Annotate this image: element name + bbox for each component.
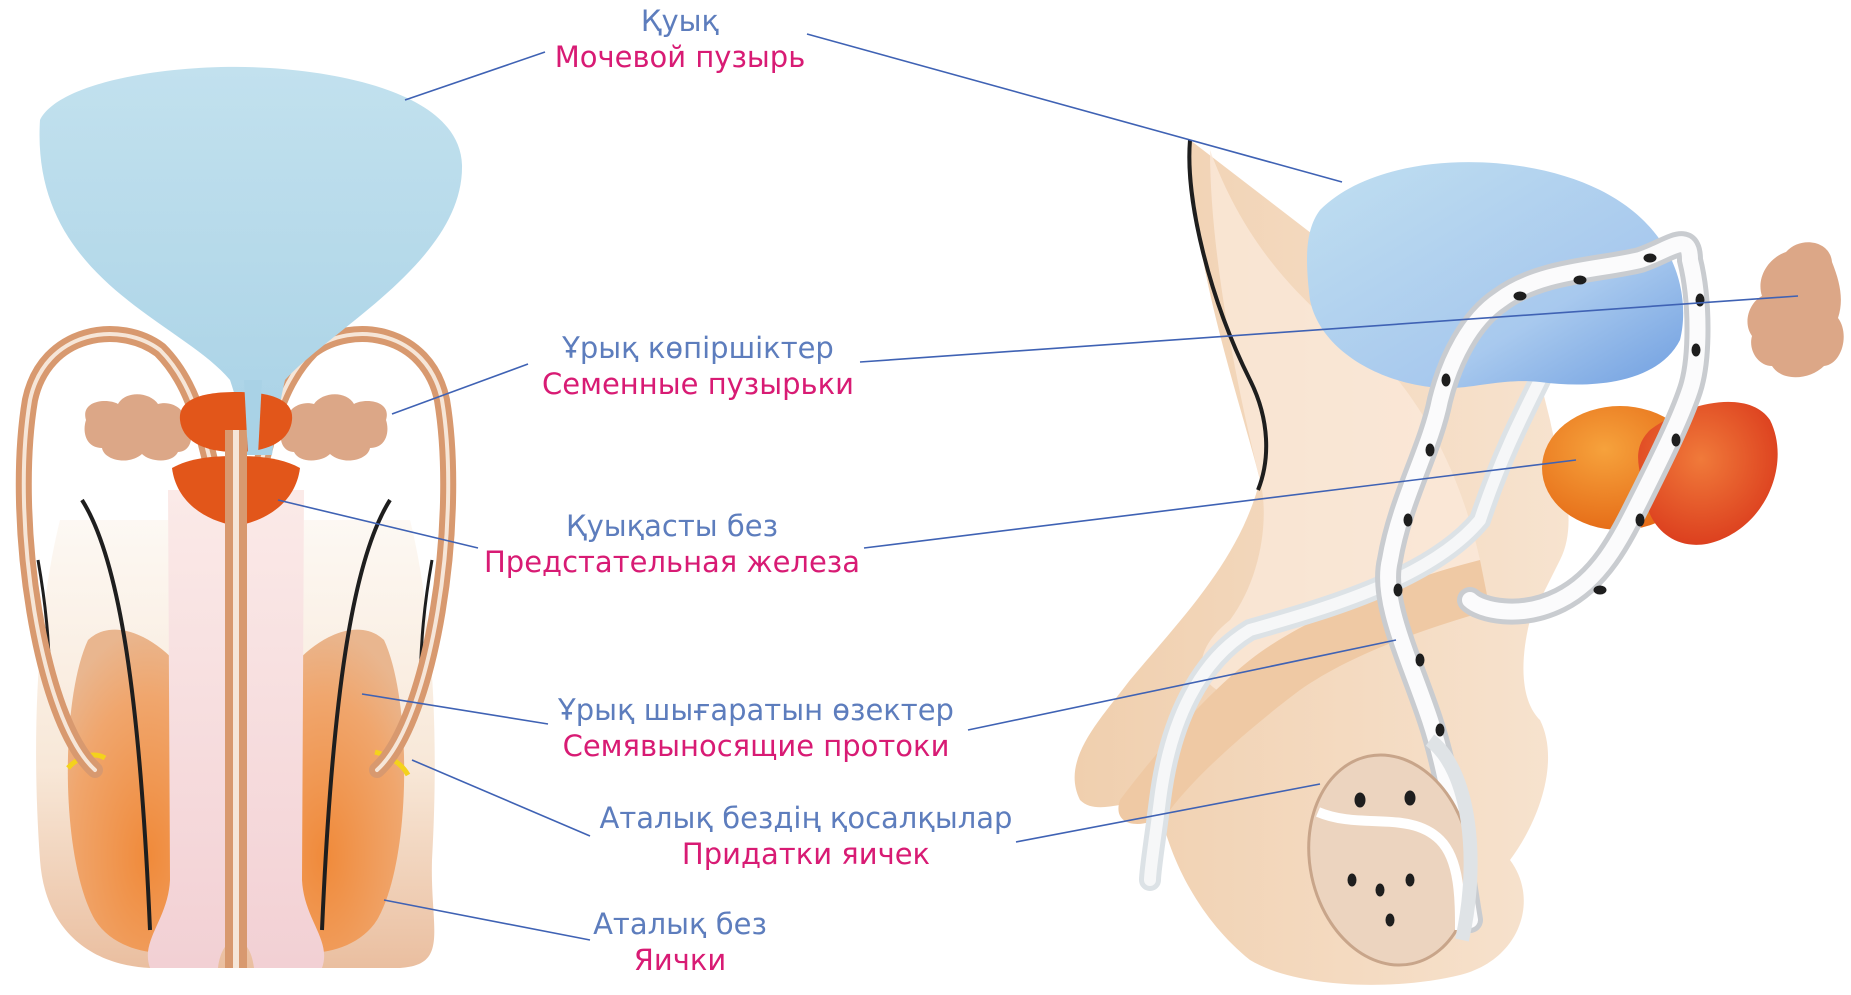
label-prostate-kz: Қуықасты без [484,508,860,544]
label-bladder-ru: Мочевой пузырь [555,39,806,75]
label-testes: Аталық без Яички [593,906,767,978]
leader-epididymis-left [412,760,590,836]
front-right-seminal-vesicle [281,394,388,460]
label-vas-deferens-kz: Ұрық шығаратын өзектер [558,692,954,728]
label-epididymis-kz: Аталық бездің қосалқылар [600,800,1013,836]
label-testes-kz: Аталық без [593,906,767,942]
label-bladder-kz: Қуық [555,3,806,39]
leader-bladder-left [405,52,545,100]
leader-bladder-right [807,34,1342,182]
label-seminal-vesicles-kz: Ұрық көпіршіктер [542,330,854,366]
label-testes-ru: Яички [593,942,767,978]
front-left-seminal-vesicle [85,394,192,460]
label-epididymis: Аталық бездің қосалқылар Придатки яичек [600,800,1013,872]
label-seminal-vesicles: Ұрық көпіршіктер Семенные пузырьки [542,330,854,402]
label-bladder: Қуық Мочевой пузырь [555,3,806,75]
label-prostate: Қуықасты без Предстательная железа [484,508,860,580]
label-vas-deferens: Ұрық шығаратын өзектер Семявыносящие про… [558,692,954,764]
label-vas-deferens-ru: Семявыносящие протоки [558,728,954,764]
label-seminal-vesicles-ru: Семенные пузырьки [542,366,854,402]
side-seminal-vesicle [1747,242,1843,377]
label-epididymis-ru: Придатки яичек [600,836,1013,872]
side-view [1075,140,1844,985]
label-prostate-ru: Предстательная железа [484,544,860,580]
front-view [24,67,462,968]
leader-seminal-left [392,364,528,414]
